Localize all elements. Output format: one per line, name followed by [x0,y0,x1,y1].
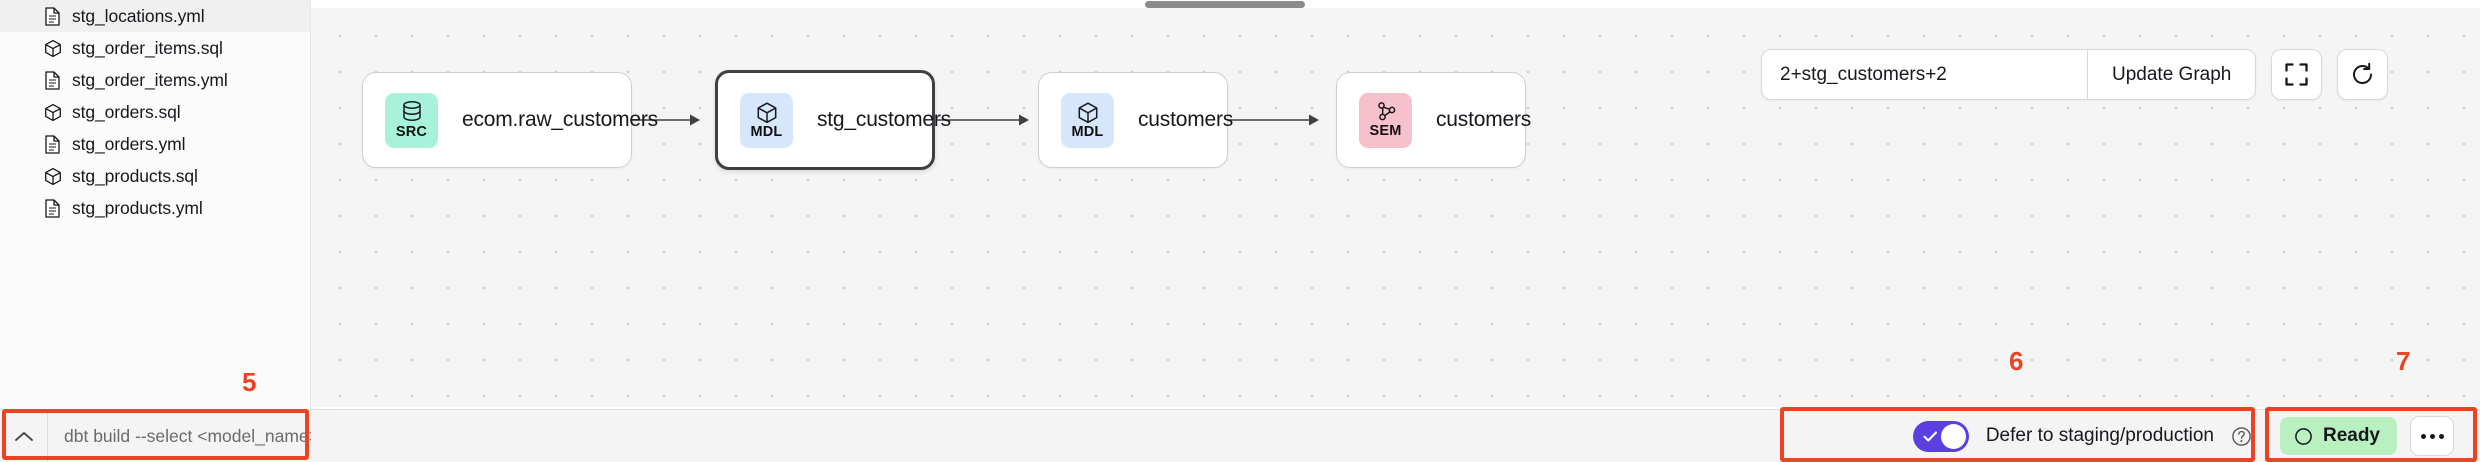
list-item[interactable]: stg_order_items.sql [0,32,310,64]
yml-file-icon [44,134,61,154]
graph-toolbar: Update Graph [1761,49,2389,100]
defer-label: Defer to staging/production [1985,425,2214,446]
node-badge-label: SRC [395,124,428,141]
selector-group: Update Graph [1761,49,2257,100]
database-icon [402,101,421,122]
collapse-panel-button[interactable] [0,409,48,462]
list-item-label: stg_orders.yml [72,133,186,154]
list-item[interactable]: stg_locations.yml [0,0,310,32]
dbt-command-input[interactable] [48,409,311,462]
file-explorer-sidebar[interactable]: stg_locations.yml stg_order_items.sql st… [0,0,311,409]
node-label: customers [1436,108,1532,131]
check-icon [1923,430,1938,448]
list-item-label: stg_orders.sql [72,101,181,122]
node-badge-src: SRC [385,92,438,148]
fullscreen-expand-icon [2285,63,2309,86]
status-badge-label: Ready [2322,425,2380,446]
update-graph-button[interactable]: Update Graph [2087,50,2256,99]
node-badge-label: SEM [1369,123,1402,140]
list-item[interactable]: stg_products.yml [0,192,310,224]
status-control: Ready [2274,410,2480,462]
edge-customers-to-sem [1227,111,1323,129]
more-options-button[interactable] [2410,416,2454,456]
edge-stg-to-customers [937,111,1033,129]
yml-file-icon [44,70,61,90]
node-label: ecom.raw_customers [462,108,658,131]
node-badge-mdl: MDL [1061,92,1114,148]
node-badge-label: MDL [750,123,783,140]
node-badge-sem: SEM [1359,92,1412,148]
list-item-label: stg_products.yml [72,197,203,218]
toggle-knob [1940,423,1966,449]
edge-src-to-stg [628,111,704,129]
bottom-status-bar: Defer to staging/production Ready [0,409,2480,462]
fullscreen-expand-button[interactable] [2271,49,2323,100]
node-badge-label: MDL [1071,123,1104,140]
node-label: stg_customers [817,108,951,131]
sql-model-cube-icon [44,39,61,58]
graph-node-customers-model[interactable]: MDL customers [1038,72,1233,168]
refresh-icon [2353,62,2373,84]
status-badge[interactable]: Ready [2279,417,2397,455]
refresh-button[interactable] [2337,49,2389,100]
list-item-label: stg_order_items.sql [72,37,223,58]
list-item[interactable]: stg_order_items.yml [0,64,310,96]
list-item-label: stg_order_items.yml [72,69,228,90]
list-item-label: stg_locations.yml [72,5,205,26]
yml-file-icon [44,6,61,26]
list-item[interactable]: stg_orders.sql [0,96,310,128]
defer-control: Defer to staging/production [1887,410,2274,462]
canvas-horizontal-scrollbar[interactable] [1145,1,1305,8]
graph-selector-input[interactable] [1762,50,2087,99]
graph-node-customers-semantic[interactable]: SEM customers [1336,72,1531,168]
sql-model-cube-icon [44,167,61,186]
list-item-label: stg_products.sql [72,165,198,186]
cube-icon [757,102,776,123]
command-bar [0,409,311,462]
help-circle-icon[interactable] [2231,426,2252,447]
bottom-bar-right: Defer to staging/production Ready [1887,410,2480,462]
graph-node-ecom-raw-customers[interactable]: SRC ecom.raw_customers [362,72,658,168]
ellipsis-icon [2420,433,2444,439]
yml-file-icon [44,198,61,218]
defer-toggle-switch[interactable] [1912,420,1969,452]
chevron-up-icon [14,431,33,441]
node-graph-icon [1378,102,1396,121]
cube-icon [1078,102,1097,123]
graph-node-stg-customers[interactable]: MDL stg_customers [715,70,951,170]
status-circle-icon [2294,427,2313,446]
list-item[interactable]: stg_products.sql [0,160,310,192]
node-label: customers [1138,108,1234,131]
node-badge-mdl: MDL [740,92,793,148]
list-item[interactable]: stg_orders.yml [0,128,310,160]
sql-model-cube-icon [44,103,61,122]
